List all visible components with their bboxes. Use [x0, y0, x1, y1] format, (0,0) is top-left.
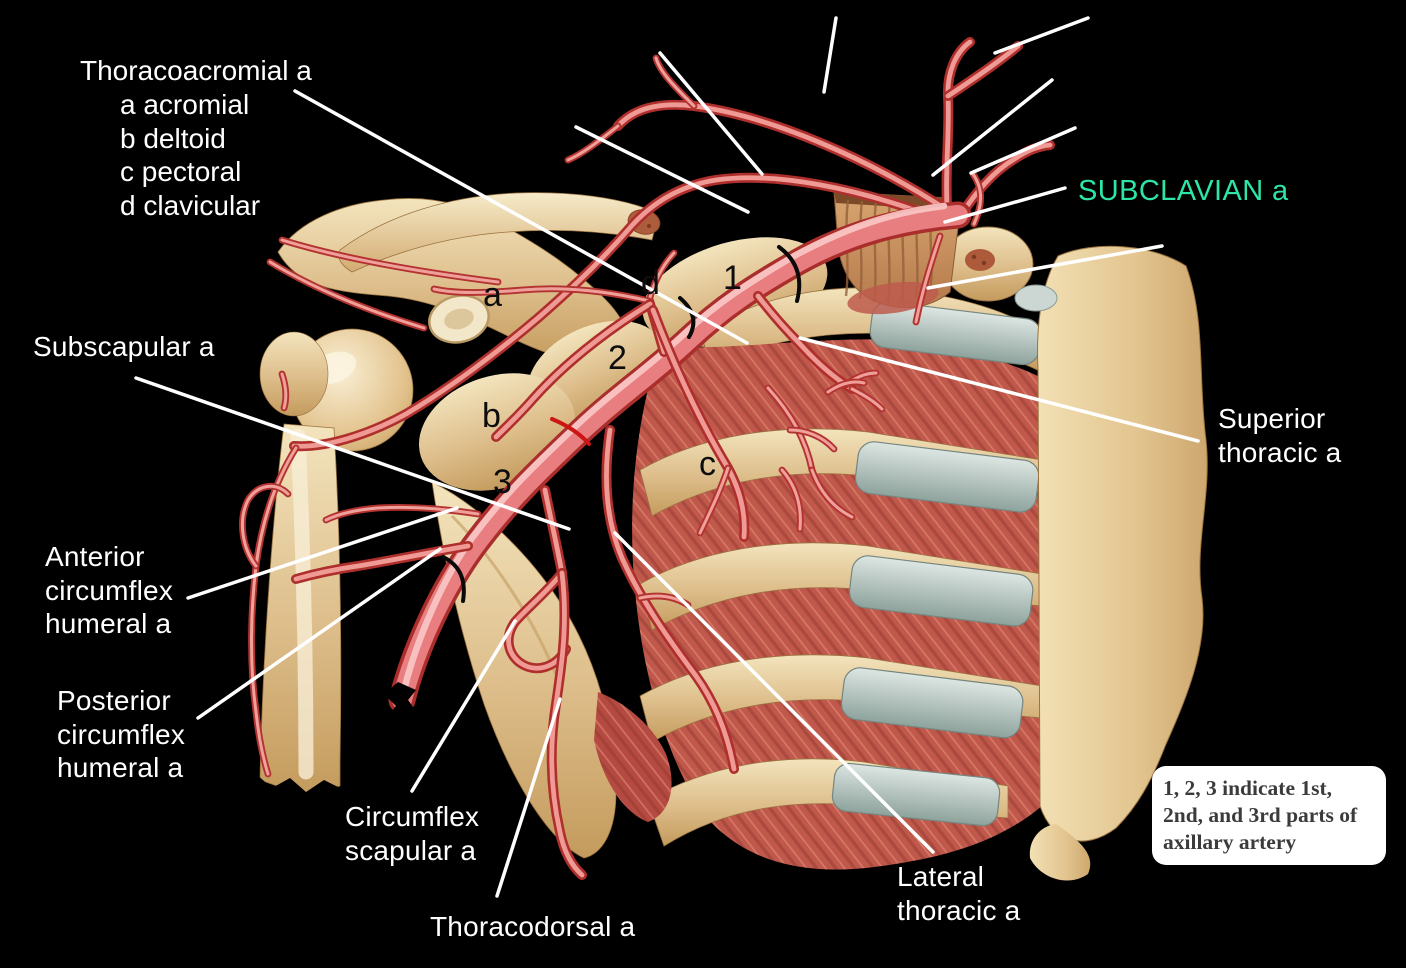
- leader-unlabeled-4: [993, 16, 1090, 55]
- label-deltoid-branch: b deltoid: [120, 122, 226, 154]
- leader-unlabeled-1: [658, 51, 764, 176]
- legend-box: 1, 2, 3 indicate 1st, 2nd, and 3rd parts…: [1152, 766, 1386, 865]
- thoracoacromial-branch-list: a acromial b deltoid c pectoral d clavic…: [120, 88, 260, 222]
- arteries: [242, 42, 1050, 875]
- label-superior-thoracic-artery: Superior thoracic a: [1218, 403, 1342, 468]
- label-lateral-thoracic-artery: Lateral thoracic a: [897, 861, 1021, 926]
- label-anterior-circumflex-humeral-artery: Anterior circumflex humeral a: [45, 541, 174, 639]
- trunk-highlight: [400, 202, 948, 694]
- humerus-cut-edge: [254, 774, 342, 802]
- marker-clavicular-d: d: [641, 264, 660, 302]
- thorax: [594, 191, 1208, 881]
- label-pectoral-branch: c pectoral: [120, 156, 242, 187]
- leader-unlabeled-7: [926, 244, 1164, 290]
- sternum-lower-bump: [1029, 824, 1091, 881]
- leader-anterior-circumflex: [186, 506, 459, 600]
- label-thoracoacromial-title: Thoracoacromial a: [80, 55, 312, 86]
- scalene-striation: [858, 200, 864, 300]
- leader-unlabeled-2: [574, 125, 750, 214]
- costal-cartilage-4: [840, 667, 1024, 739]
- label-circumflex-scapular-artery: Circumflex scapular a: [345, 801, 480, 866]
- label-subscapular-artery: Subscapular a: [33, 331, 215, 362]
- leader-lines: [134, 16, 1200, 898]
- leader-unlabeled-6: [969, 126, 1077, 175]
- leader-unlabeled-3: [822, 16, 838, 94]
- leader-thoracoacromial: [293, 89, 749, 345]
- coracoid-inner: [444, 308, 474, 330]
- humerus-highlight: [290, 428, 314, 780]
- subclavius-muscle: [847, 281, 939, 315]
- marrow-speckle: [971, 254, 977, 260]
- third-part-boundary-mark: [441, 555, 466, 603]
- marker-deltoid-b: b: [482, 397, 501, 435]
- marker-part-3: 3: [493, 463, 512, 501]
- costal-cartilage-2: [854, 441, 1040, 513]
- greater-tubercle: [259, 331, 329, 417]
- first-part-boundary-mark: [777, 245, 802, 303]
- brachial-cut-end: [384, 682, 418, 732]
- label-subclavian-artery: SUBCLAVIAN a: [1078, 175, 1289, 207]
- leader-superior-thoracic: [798, 336, 1200, 443]
- leader-unlabeled-5: [931, 78, 1054, 177]
- leader-circumflex-scapular: [410, 619, 517, 793]
- second-part-boundary-mark: [678, 296, 696, 339]
- costal-cartilage-5: [831, 762, 1001, 827]
- label-acromial-branch: a acromial: [120, 89, 250, 120]
- label-clavicular-branch: d clavicular: [120, 189, 261, 221]
- marrow-speckle: [981, 260, 987, 266]
- leader-subclavian: [943, 186, 1067, 224]
- label-thoracodorsal-artery: Thoracodorsal a: [430, 911, 636, 942]
- leader-lateral-thoracic: [613, 531, 935, 854]
- leader-subscapular: [134, 376, 571, 531]
- marker-part-1: 1: [723, 259, 742, 297]
- sternum: [1037, 245, 1208, 842]
- vertebra-marrow: [965, 249, 995, 271]
- costal-cartilage-3: [848, 555, 1034, 627]
- leader-thoracodorsal: [495, 697, 562, 898]
- label-posterior-circumflex-humeral-artery: Posterior circumflex humeral a: [57, 685, 186, 783]
- leader-posterior-circumflex: [196, 547, 442, 720]
- marker-acromial-a: a: [483, 276, 502, 314]
- intervertebral-disc: [1014, 284, 1058, 312]
- marker-part-2: 2: [608, 339, 627, 377]
- marrow-speckle: [647, 224, 651, 228]
- red-boundary-mark: [550, 417, 591, 446]
- marker-pectoral-c: c: [699, 445, 716, 483]
